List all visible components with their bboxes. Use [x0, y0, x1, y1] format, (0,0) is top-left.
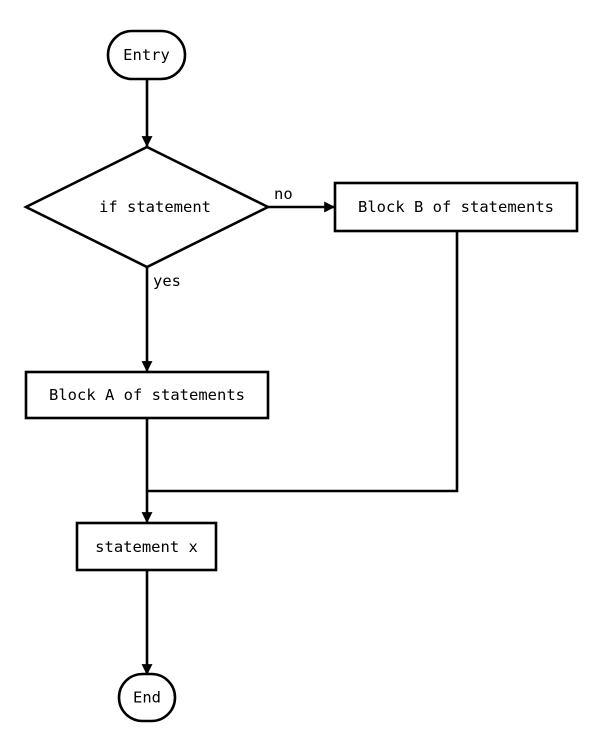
end-node: End [117, 672, 177, 723]
block-a-node: Block A of statements [24, 370, 270, 420]
entry-node-label: Entry [123, 46, 170, 64]
edge-block-b-to-merge [147, 231, 459, 493]
decision-node-label: if statement [99, 198, 211, 216]
statement-x-node: statement x [75, 521, 218, 572]
end-node-label: End [133, 689, 161, 707]
entry-node: Entry [106, 29, 187, 81]
edge-label-yes: yes [153, 272, 181, 290]
statement-x-node-label: statement x [95, 538, 198, 556]
block-a-node-label: Block A of statements [49, 386, 245, 404]
block-b-node: Block B of statements [333, 181, 579, 233]
decision-node: if statement [23, 145, 271, 269]
edge-label-no: no [274, 185, 293, 203]
block-b-node-label: Block B of statements [358, 198, 554, 216]
